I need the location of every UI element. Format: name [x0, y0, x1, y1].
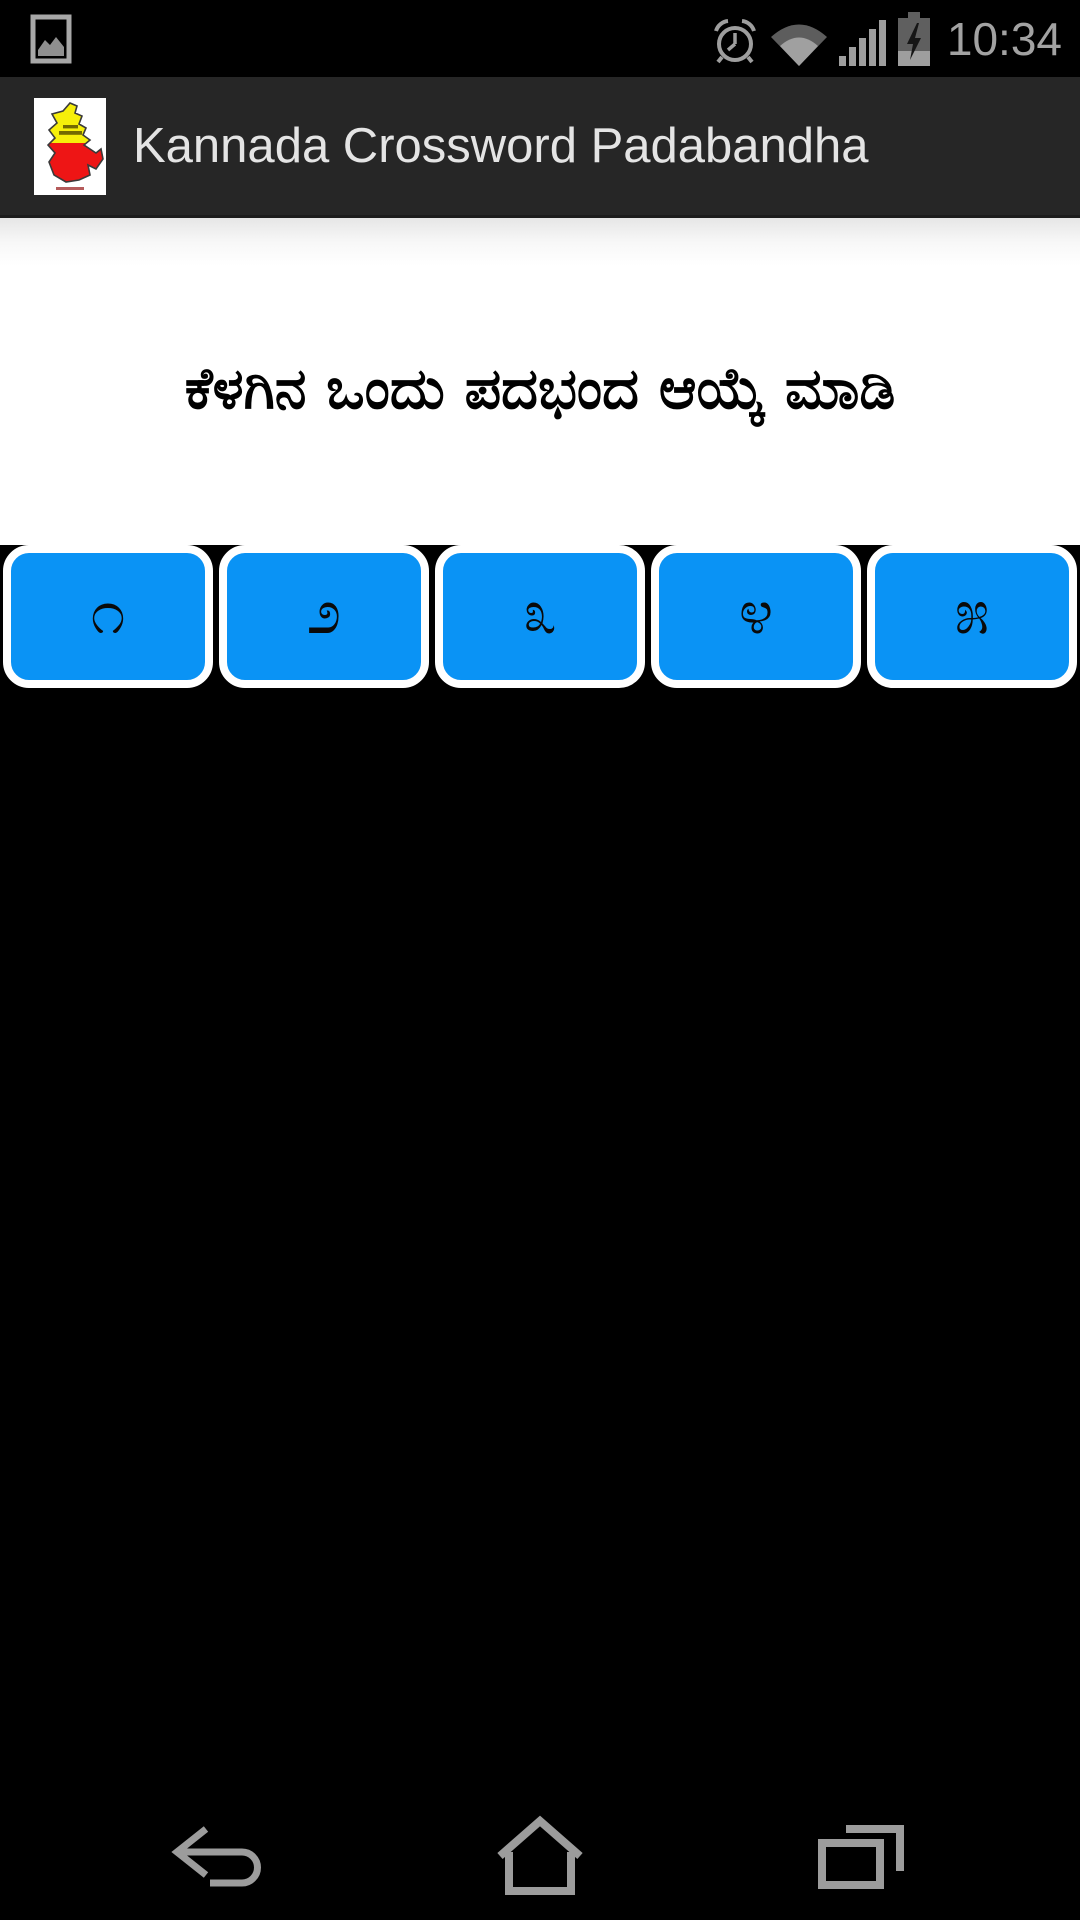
status-bar: 10:34: [0, 0, 1080, 77]
wifi-icon: [768, 16, 830, 68]
back-icon: [168, 1822, 272, 1888]
screenshot-notification-icon: [30, 14, 72, 64]
app-title: Kannada Crossword Padabandha: [133, 119, 869, 173]
app-logo-karnataka-map-icon: [34, 97, 106, 195]
board-area: ೧ ೨ ೩ ೪ ೫: [0, 545, 1080, 1790]
puzzle-button-3[interactable]: ೩: [435, 545, 645, 688]
instruction-text: ಕೆಳಗಿನ ಒಂದು ಪದಭಂದ ಆಯ್ಕೆ ಮಾಡಿ: [184, 356, 896, 422]
home-button[interactable]: [494, 1815, 586, 1895]
puzzle-button-row: ೧ ೨ ೩ ೪ ೫: [0, 545, 1080, 688]
recents-icon: [814, 1819, 906, 1891]
puzzle-button-2[interactable]: ೨: [219, 545, 429, 688]
puzzle-button-1[interactable]: ೧: [3, 545, 213, 688]
battery-charging-icon: [896, 11, 932, 68]
system-navigation-bar: [0, 1790, 1080, 1920]
alarm-clock-icon: [711, 16, 759, 68]
signal-strength-icon: [838, 16, 887, 68]
home-icon: [494, 1815, 586, 1895]
puzzle-button-4[interactable]: ೪: [651, 545, 861, 688]
back-button[interactable]: [168, 1822, 272, 1888]
puzzle-button-5[interactable]: ೫: [867, 545, 1077, 688]
clock-time: 10:34: [946, 12, 1062, 65]
recents-button[interactable]: [814, 1819, 906, 1891]
action-bar: Kannada Crossword Padabandha: [0, 77, 1080, 218]
content-panel: ಕೆಳಗಿನ ಒಂದು ಪದಭಂದ ಆಯ್ಕೆ ಮಾಡಿ: [0, 218, 1080, 545]
